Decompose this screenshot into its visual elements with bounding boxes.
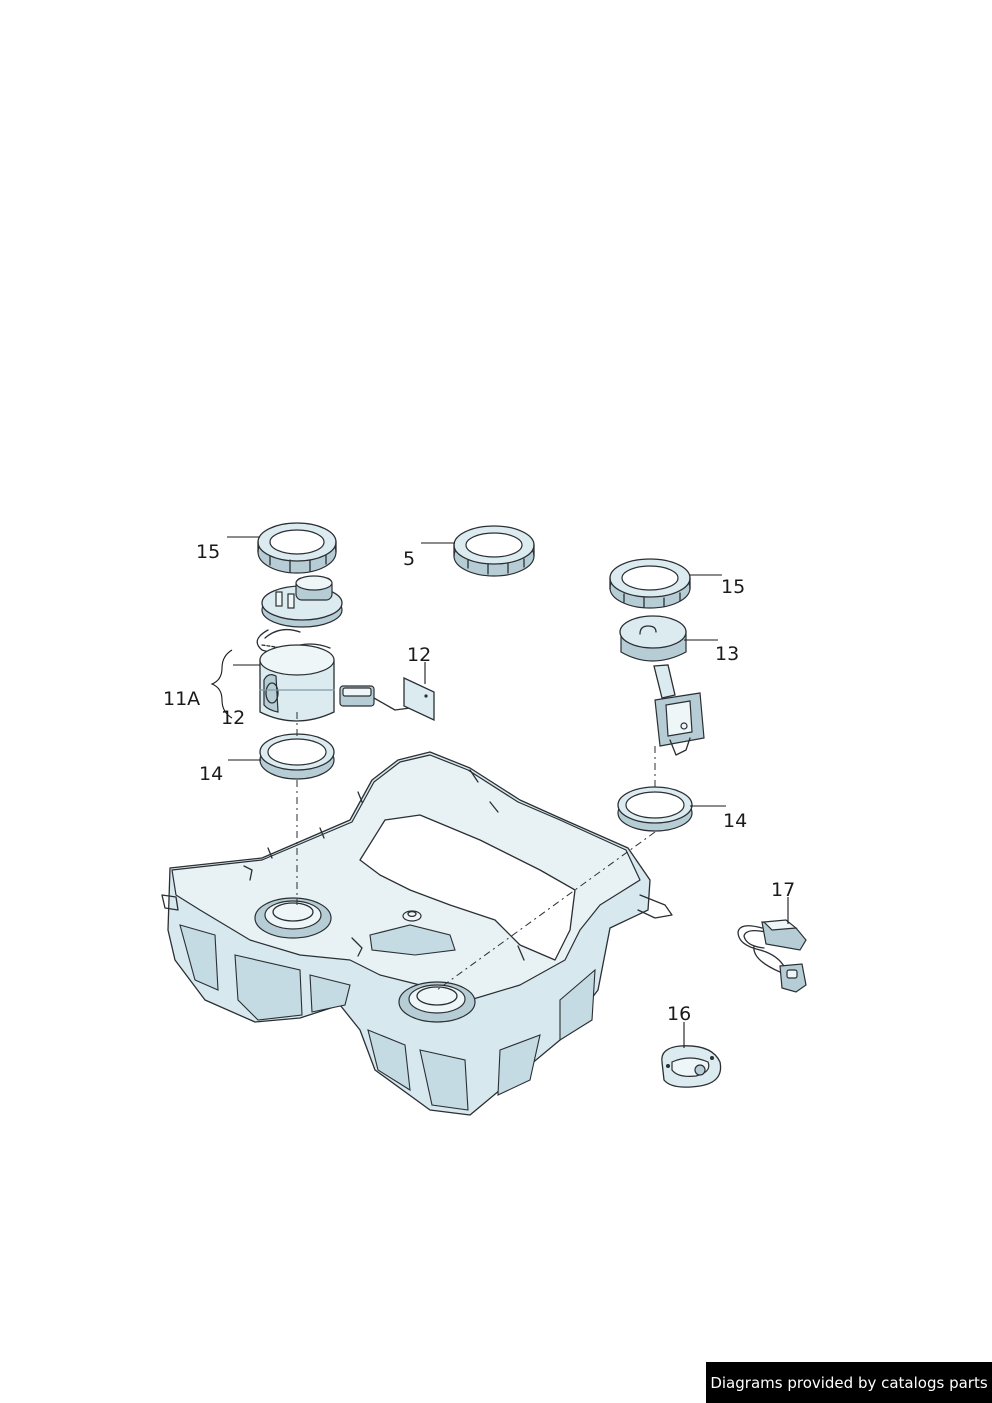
callout-pump-assembly: 11A <box>163 688 200 710</box>
lock-ring-top-left <box>257 522 337 574</box>
wiring-harness <box>737 919 807 993</box>
credit-text: Diagrams provided by catalogs parts <box>710 1373 988 1392</box>
callout-wiring-harness: 17 <box>771 879 795 901</box>
level-sender-right <box>619 615 705 756</box>
callout-cover-plate: 16 <box>667 1003 691 1025</box>
callout-seal-left: 14 <box>199 763 223 785</box>
callout-sender-left: 12 <box>407 644 431 666</box>
seal-ring-left <box>259 733 335 780</box>
callout-ring-center: 5 <box>403 548 415 570</box>
callout-labels: 15 5 15 11A 12 12 13 14 14 17 16 <box>163 541 795 1025</box>
fuel-pump-module <box>256 575 343 722</box>
callout-ring-top-right: 15 <box>721 576 745 598</box>
credit-banner: Diagrams provided by catalogs parts <box>706 1362 992 1403</box>
callout-seal-right: 14 <box>723 810 747 832</box>
leader-lines <box>210 536 789 1048</box>
tank-opening-left <box>254 897 332 939</box>
assembly-lines <box>296 712 656 991</box>
callout-sender-right: 13 <box>715 643 739 665</box>
lock-ring-top-right <box>609 558 691 609</box>
callout-pump-sub: 12 <box>221 707 245 729</box>
fuel-tank <box>161 751 673 1116</box>
seal-ring-right <box>617 786 693 832</box>
callout-ring-top-left: 15 <box>196 541 220 563</box>
tank-opening-center <box>398 981 476 1023</box>
level-sender-left <box>339 676 435 722</box>
access-cover <box>661 1045 722 1088</box>
lock-ring-center <box>453 525 535 577</box>
